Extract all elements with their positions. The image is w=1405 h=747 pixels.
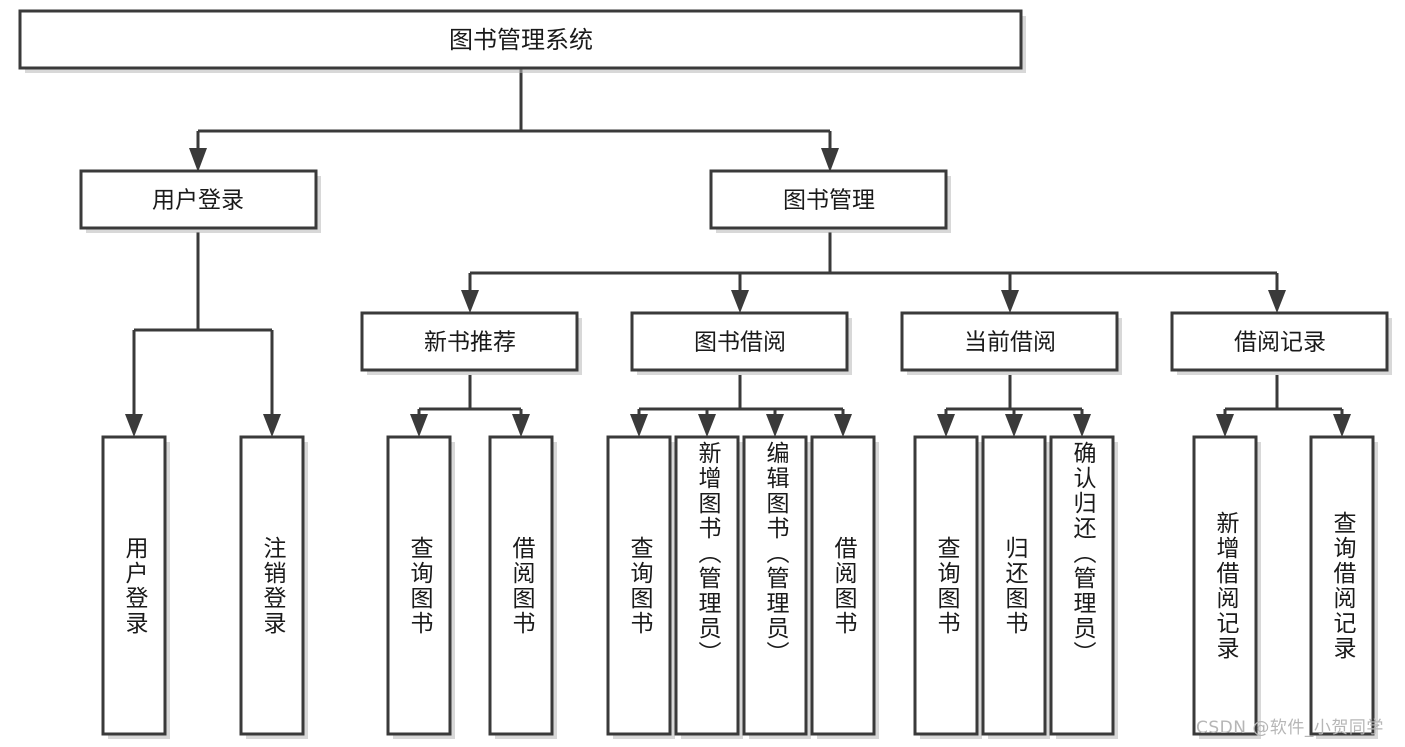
node-new-book-recommend-box [360,311,579,372]
node-leaf-query-book-1[interactable] [386,435,455,739]
node-leaf-logout-login-box [239,435,305,736]
node-book-manage-label: 图书管理 [783,188,875,214]
arrow-head-leaf-borrow-book-2 [834,414,852,437]
arrow-head-leaf-add-book [698,414,716,437]
arrow-head-borrow-record [1268,290,1286,313]
node-current-borrow[interactable]: 当前借阅 [900,311,1122,375]
arrow-head-leaf-user-login [125,414,143,437]
csdn-watermark: CSDN @软件_小贺同学 [1196,718,1384,738]
connector-group-book-manage [461,232,1286,313]
connector-group-borrow-record [1216,375,1351,437]
node-root[interactable]: 图书管理系统 [18,9,1026,73]
arrow-head-leaf-query-record [1333,414,1351,437]
arrow-head-leaf-borrow-book-1 [512,414,530,437]
connector-group-user-login [125,232,281,437]
node-leaf-borrow-book-1-box [488,435,554,736]
node-user-login-label: 用户登录 [152,188,244,214]
node-leaf-query-record[interactable] [1309,435,1378,739]
arrow-head-leaf-return-book [1005,414,1023,437]
node-leaf-return-book[interactable] [981,435,1050,739]
arrow-head-current-borrow [1001,290,1019,313]
node-leaf-add-record[interactable] [1192,435,1261,739]
node-new-book-recommend[interactable]: 新书推荐 [360,311,582,375]
node-leaf-add-book[interactable] [674,435,743,739]
connector-group-current-borrow [937,375,1091,437]
arrow-head-new-book-recommend [461,290,479,313]
node-leaf-query-book-3[interactable] [913,435,982,739]
node-leaf-user-login-box [101,435,167,736]
node-root-box [18,9,1023,70]
arrow-head-leaf-confirm-return [1073,414,1091,437]
node-leaf-edit-book-box [742,435,808,736]
connector-group-book-borrow [630,375,852,437]
node-leaf-confirm-return[interactable] [1049,435,1118,739]
node-borrow-record-label: 借阅记录 [1234,330,1326,356]
node-book-borrow-box [630,311,849,372]
node-leaf-query-book-1-box [386,435,452,736]
node-leaf-logout-login[interactable] [239,435,308,739]
arrow-head-leaf-query-book-3 [937,414,955,437]
node-leaf-confirm-return-box [1049,435,1115,736]
arrow-head-leaf-add-record [1216,414,1234,437]
node-current-borrow-box [900,311,1119,372]
node-leaf-borrow-book-1[interactable] [488,435,557,739]
node-user-login-box [79,169,318,230]
node-book-borrow-label: 图书借阅 [694,330,786,356]
node-leaf-borrow-book-2-box [810,435,876,736]
node-leaf-query-record-box [1309,435,1375,736]
node-leaf-query-book-2[interactable] [606,435,675,739]
node-user-login[interactable]: 用户登录 [79,169,321,233]
node-leaf-edit-book[interactable] [742,435,811,739]
connector-group-root [189,68,839,172]
arrow-head-user-login [189,148,207,172]
node-book-manage-box [709,169,948,230]
node-current-borrow-label: 当前借阅 [964,330,1056,356]
arrow-head-leaf-query-book-1 [410,414,428,437]
arrow-head-book-borrow [731,290,749,313]
arrow-head-leaf-query-book-2 [630,414,648,437]
node-leaf-add-book-box [674,435,740,736]
node-leaf-query-book-3-box [913,435,979,736]
node-leaf-add-record-box [1192,435,1258,736]
node-borrow-record-box [1170,311,1389,372]
arrow-head-leaf-logout-login [263,414,281,437]
node-new-book-recommend-label: 新书推荐 [424,330,516,356]
arrow-head-leaf-edit-book [766,414,784,437]
connector-group-new-book-recommend [410,375,530,437]
node-leaf-borrow-book-2[interactable] [810,435,879,739]
node-book-borrow[interactable]: 图书借阅 [630,311,852,375]
node-leaf-query-book-2-box [606,435,672,736]
arrow-head-book-manage [821,148,839,172]
node-book-manage[interactable]: 图书管理 [709,169,951,233]
node-leaf-return-book-box [981,435,1047,736]
node-leaf-user-login[interactable] [101,435,170,739]
node-root-label: 图书管理系统 [449,26,593,54]
node-borrow-record[interactable]: 借阅记录 [1170,311,1392,375]
